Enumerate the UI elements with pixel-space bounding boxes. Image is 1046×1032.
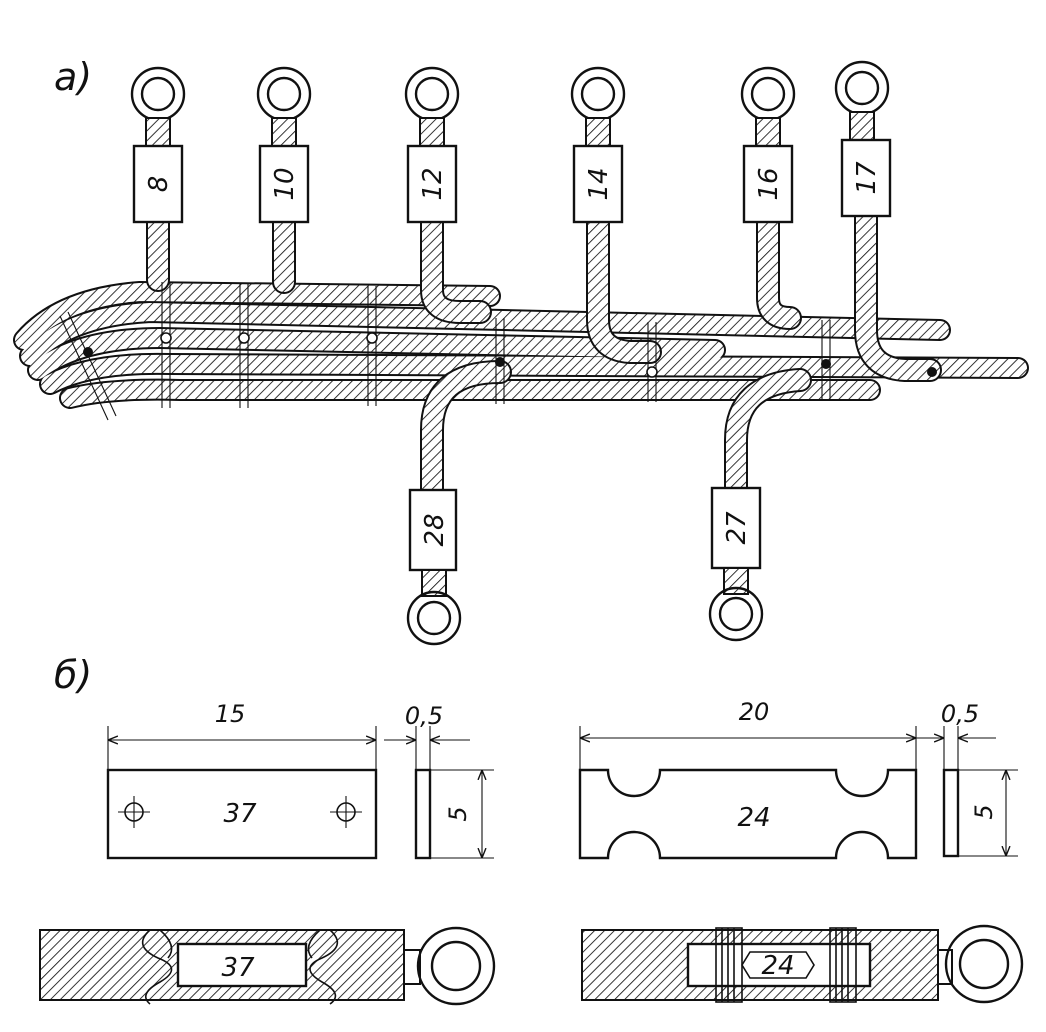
plain-tag-thickness-label: 0,5 <box>405 702 443 730</box>
part-label-b: б) <box>54 653 92 697</box>
plain-tag-height-label: 5 <box>444 806 472 821</box>
harness-bundle <box>13 204 1029 502</box>
tag-label-17: 17 <box>852 161 882 195</box>
mounted-notched-tag-number: 24 <box>761 951 794 981</box>
notched-tag-number: 24 <box>737 803 770 833</box>
plain-tag-width-label: 15 <box>215 700 246 728</box>
wire-tag-28 <box>408 488 458 572</box>
notched-tag-height-label: 5 <box>970 804 998 819</box>
plain-tag-drawing: 15 37 <box>106 700 378 860</box>
wire-tag-10 <box>258 144 310 224</box>
top-terminals: 8 10 12 14 16 17 <box>130 60 892 224</box>
wire-tag-8 <box>132 144 184 224</box>
tag-label-8: 8 <box>144 176 174 193</box>
mounted-plain-tag-number: 37 <box>221 953 255 983</box>
part-label-a: а) <box>54 55 92 99</box>
notched-tag-side-view: 0,5 5 <box>916 700 1018 858</box>
wire-tag-14 <box>572 144 624 224</box>
wire-tag-12 <box>406 144 458 224</box>
wire-tag-27 <box>710 486 762 570</box>
wire-tag-17 <box>840 138 892 218</box>
notched-tag-width-label: 20 <box>739 698 770 726</box>
notched-tag-drawing: 20 24 <box>578 698 918 860</box>
wire-tag-16 <box>742 144 794 224</box>
plain-tag-number: 37 <box>223 799 257 829</box>
bottom-terminals: 28 27 <box>406 486 764 646</box>
notched-tag-thickness-label: 0,5 <box>941 700 979 728</box>
mounted-plain-tag: 37 <box>39 926 496 1006</box>
tag-label-10: 10 <box>270 167 300 200</box>
tag-label-28: 28 <box>420 513 450 546</box>
tag-label-16: 16 <box>754 167 784 200</box>
tag-label-27: 27 <box>722 511 752 545</box>
plain-tag-side-view: 0,5 5 <box>384 702 494 860</box>
mounted-notched-tag: 24 <box>581 924 1024 1004</box>
tag-label-12: 12 <box>418 167 448 200</box>
tag-label-14: 14 <box>584 167 614 200</box>
